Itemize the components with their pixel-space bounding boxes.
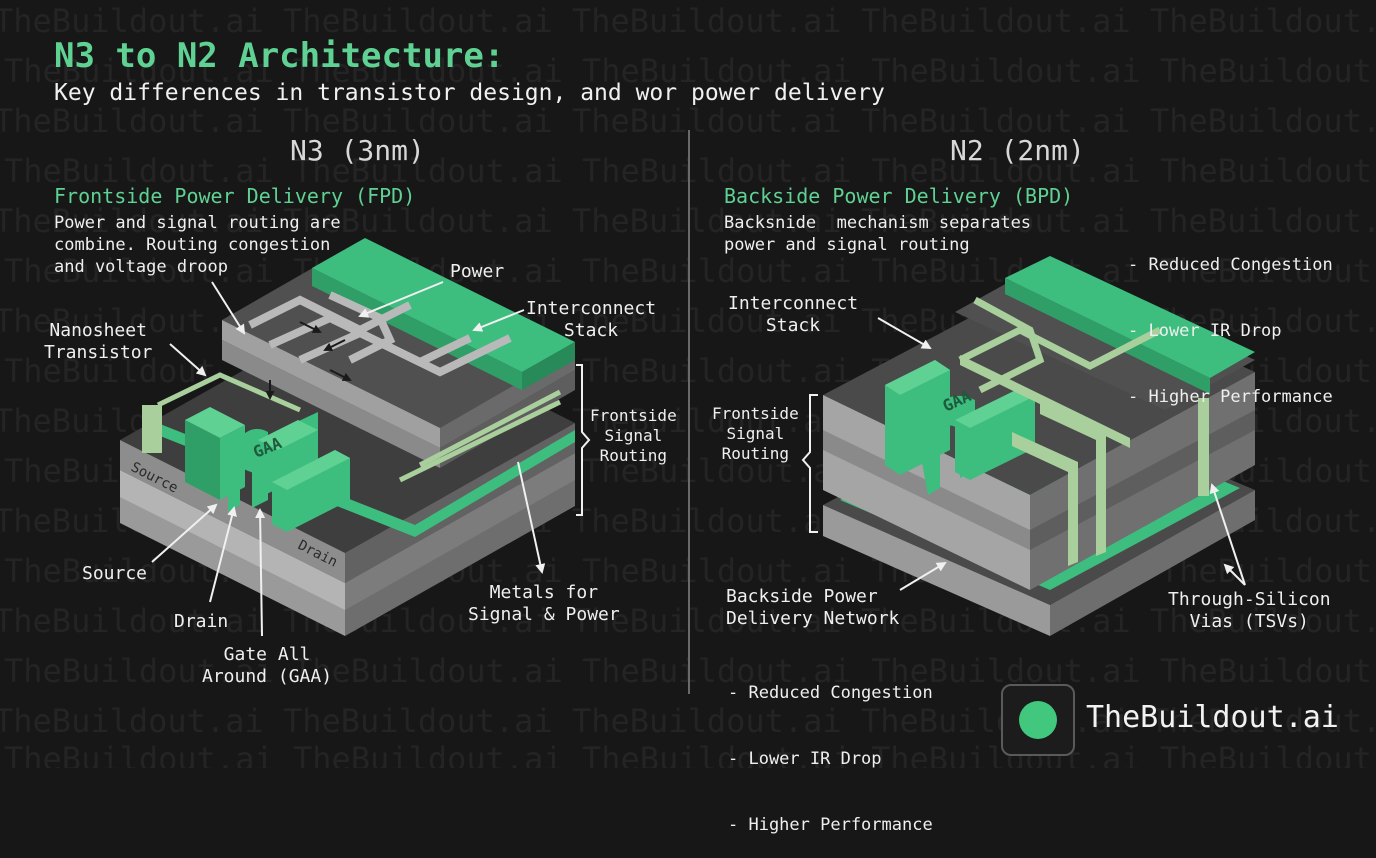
benefit-item: - Lower IR Drop	[1128, 321, 1282, 341]
n2-benefits-top: - Reduced Congestion - Lower IR Drop - H…	[1128, 210, 1333, 430]
label-n2-frontside-signal-routing: Frontside Signal Routing	[712, 404, 799, 463]
n2-description: Backsnide mechanism separates power and …	[724, 213, 1032, 255]
n3-heading: N3 (3nm)	[290, 134, 425, 167]
n3-flow-arrows	[265, 321, 352, 400]
n2-chip-diagram: GAA	[801, 256, 1255, 636]
n2-tsv-pillars	[960, 355, 1209, 566]
n3-description: Power and signal routing are combine. Ro…	[54, 213, 341, 277]
benefit-item: - Higher Performance	[1128, 387, 1333, 407]
diagram-graphics: Source Drain GAA	[120, 238, 1255, 637]
brand-name: TheBuildout.ai	[1086, 700, 1339, 735]
label-through-silicon-vias: Through-Silicon Vias (TSVs)	[1168, 589, 1331, 632]
label-n2-interconnect-stack: Interconnect Stack	[728, 293, 859, 336]
n3-annotation-arrows	[151, 281, 546, 637]
n3-power-pillar	[142, 405, 162, 453]
n2-gaa-transistor	[885, 360, 1035, 495]
page-subtitle: Key differences in transistor design, an…	[54, 80, 885, 106]
n3-frontside-bracket	[576, 364, 591, 516]
n2-interconnect-stack	[955, 256, 1255, 410]
n2-heading: N2 (2nm)	[950, 134, 1085, 167]
panel-divider	[688, 130, 690, 694]
label-metals-signal-power: Metals for Signal & Power	[468, 582, 620, 625]
n3-section-title: Frontside Power Delivery (FPD)	[54, 184, 416, 208]
label-n3-frontside-signal-routing: Frontside Signal Routing	[590, 406, 677, 465]
label-backside-power-network: Backside Power Delivery Network	[726, 586, 900, 629]
label-power: Power	[450, 261, 505, 282]
brand-logo-dot-icon	[1019, 701, 1057, 739]
n3-active-layer	[150, 420, 575, 537]
label-source: Source	[82, 563, 148, 584]
n2-frontside-bracket	[801, 394, 818, 533]
benefit-item: - Reduced Congestion	[1128, 255, 1333, 275]
label-nanosheet-transistor: Nanosheet Transistor	[44, 320, 153, 363]
n2-section-title: Backside Power Delivery (BPD)	[724, 184, 1074, 208]
label-n3-interconnect-stack: Interconnect Stack	[526, 298, 657, 341]
n3-chip-diagram: Source Drain GAA	[120, 238, 591, 637]
label-drain: Drain	[174, 611, 229, 632]
benefit-item: - Reduced Congestion	[728, 683, 933, 703]
page-title: N3 to N2 Architecture:	[54, 36, 505, 76]
n2-benefits-bottom: - Reduced Congestion - Lower IR Drop - H…	[728, 638, 933, 858]
n3-gaa-transistor	[185, 407, 350, 532]
benefit-item: - Higher Performance	[728, 815, 933, 835]
n2-annotation-arrows	[877, 317, 1246, 591]
brand-logo	[1001, 684, 1075, 756]
benefit-item: - Lower IR Drop	[728, 749, 882, 769]
label-gate-all-around: Gate All Around (GAA)	[202, 644, 333, 687]
